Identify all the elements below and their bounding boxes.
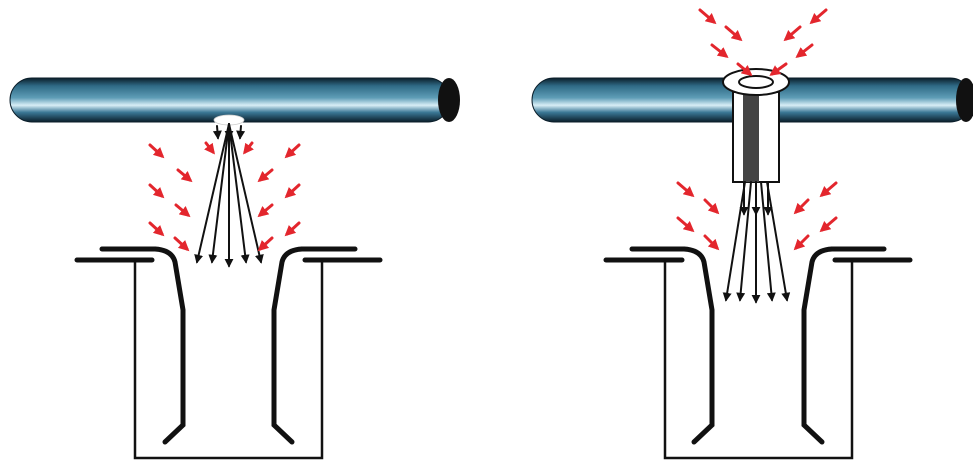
spray-streams — [194, 123, 264, 268]
spray-stream-arrow — [766, 181, 791, 302]
airflow-arrow — [793, 234, 810, 251]
airflow-arrow — [703, 234, 720, 251]
airflow-arrow — [257, 236, 274, 252]
airflow-arrows — [676, 8, 838, 251]
tank — [603, 246, 913, 460]
airflow-arrow — [204, 141, 215, 155]
pipe-end — [438, 78, 460, 122]
tank — [74, 246, 383, 460]
airflow-arrow — [148, 221, 165, 237]
airflow-arrow — [819, 216, 838, 233]
airflow-arrows — [148, 141, 301, 252]
spray-stream-arrow — [236, 125, 246, 140]
spray-streams — [722, 181, 791, 304]
airflow-arrow — [148, 183, 165, 199]
nozzle-tube — [732, 91, 780, 183]
tank-inner-wall-right — [801, 246, 835, 445]
airflow-arrow — [819, 181, 838, 198]
airflow-arrow — [809, 8, 828, 25]
airflow-arrow — [173, 236, 190, 252]
pipe — [9, 77, 460, 123]
airflow-arrow — [736, 62, 753, 77]
tank-inner-wall-right — [271, 246, 305, 445]
pipe-end — [956, 78, 973, 122]
spray-stream-arrow — [722, 181, 746, 302]
airflow-arrow — [174, 203, 191, 218]
airflow-arrow — [257, 203, 274, 218]
nozzle-collar — [722, 68, 790, 96]
spray-stream-arrow — [212, 125, 222, 140]
airflow-arrow — [148, 143, 165, 159]
airflow-arrow — [284, 183, 301, 199]
airflow-arrow — [795, 43, 814, 59]
spray-stream-arrow — [228, 123, 264, 264]
airflow-arrow — [284, 221, 301, 237]
spray-stream-arrow — [760, 181, 776, 302]
panel-nozzle-with-tube — [531, 8, 973, 460]
airflow-arrow — [284, 143, 301, 159]
airflow-arrow — [703, 198, 720, 215]
panel-nozzle-without-tube — [9, 77, 460, 460]
tank-outer-wall — [663, 260, 854, 460]
spray-stream-arrow — [736, 181, 752, 302]
airflow-arrow — [243, 141, 254, 155]
airflow-arrow — [257, 168, 274, 183]
airflow-arrow — [676, 181, 695, 198]
spray-stream-arrow — [228, 123, 250, 264]
spray-stream-arrow — [208, 123, 230, 264]
tank-inner-wall-left — [152, 246, 186, 445]
airflow-arrow — [793, 198, 810, 215]
airflow-arrow — [698, 8, 717, 25]
spray-stream-arrow — [194, 123, 230, 264]
airflow-arrow — [176, 168, 193, 183]
airflow-arrow — [676, 216, 695, 233]
airflow-arrow — [783, 25, 802, 42]
airflow-arrow — [769, 62, 788, 76]
tank-inner-wall-left — [681, 246, 715, 445]
airflow-arrow — [724, 25, 743, 42]
airflow-arrow — [710, 43, 729, 59]
tank-outer-wall — [133, 260, 324, 460]
